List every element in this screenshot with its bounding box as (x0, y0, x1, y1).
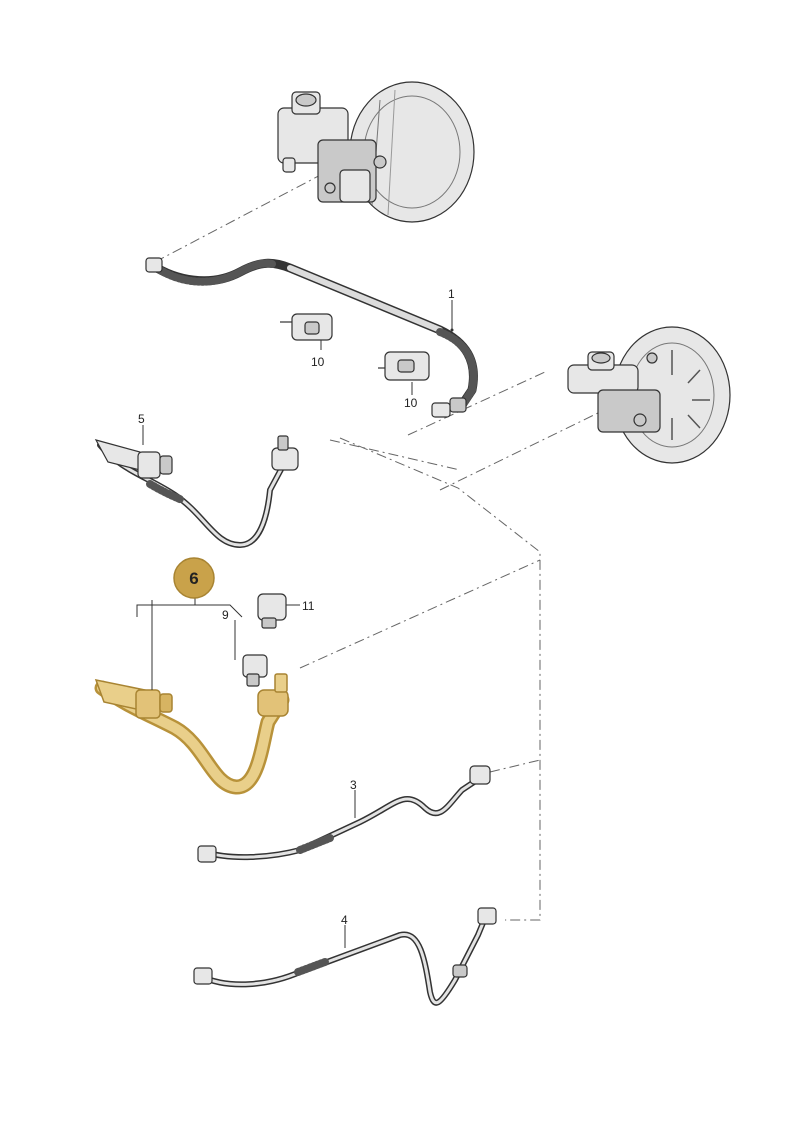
callout-10-left: 10 (311, 355, 325, 369)
connector-plug[interactable] (257, 593, 287, 629)
callout-9: 9 (222, 608, 229, 622)
hose-clip-left[interactable] (280, 313, 333, 341)
callout-labels: 1 10 10 5 9 11 3 4 (138, 287, 455, 927)
callout-11: 11 (302, 599, 315, 613)
callout-10-right: 10 (404, 396, 418, 410)
brake-booster-top (277, 81, 475, 223)
brake-hose-1[interactable] (145, 257, 478, 413)
brake-hose-5[interactable] (94, 435, 299, 548)
brake-hose-6-highlighted[interactable] (94, 673, 290, 795)
callout-3: 3 (350, 778, 357, 792)
connection-lines (154, 169, 601, 921)
brake-booster-right (567, 326, 731, 464)
callout-5: 5 (138, 412, 145, 426)
pressure-sensor[interactable] (242, 654, 268, 687)
callout-4: 4 (341, 913, 348, 927)
brake-pipe-4[interactable] (193, 907, 497, 1006)
part-6-badge[interactable]: 6 (173, 557, 215, 599)
hose-clip-right[interactable] (378, 351, 430, 381)
callout-6: 6 (189, 569, 198, 588)
callout-1: 1 (448, 287, 455, 301)
leader-lines (136, 300, 454, 948)
small-clip[interactable] (431, 402, 451, 418)
brake-pipe-3[interactable] (197, 765, 491, 863)
